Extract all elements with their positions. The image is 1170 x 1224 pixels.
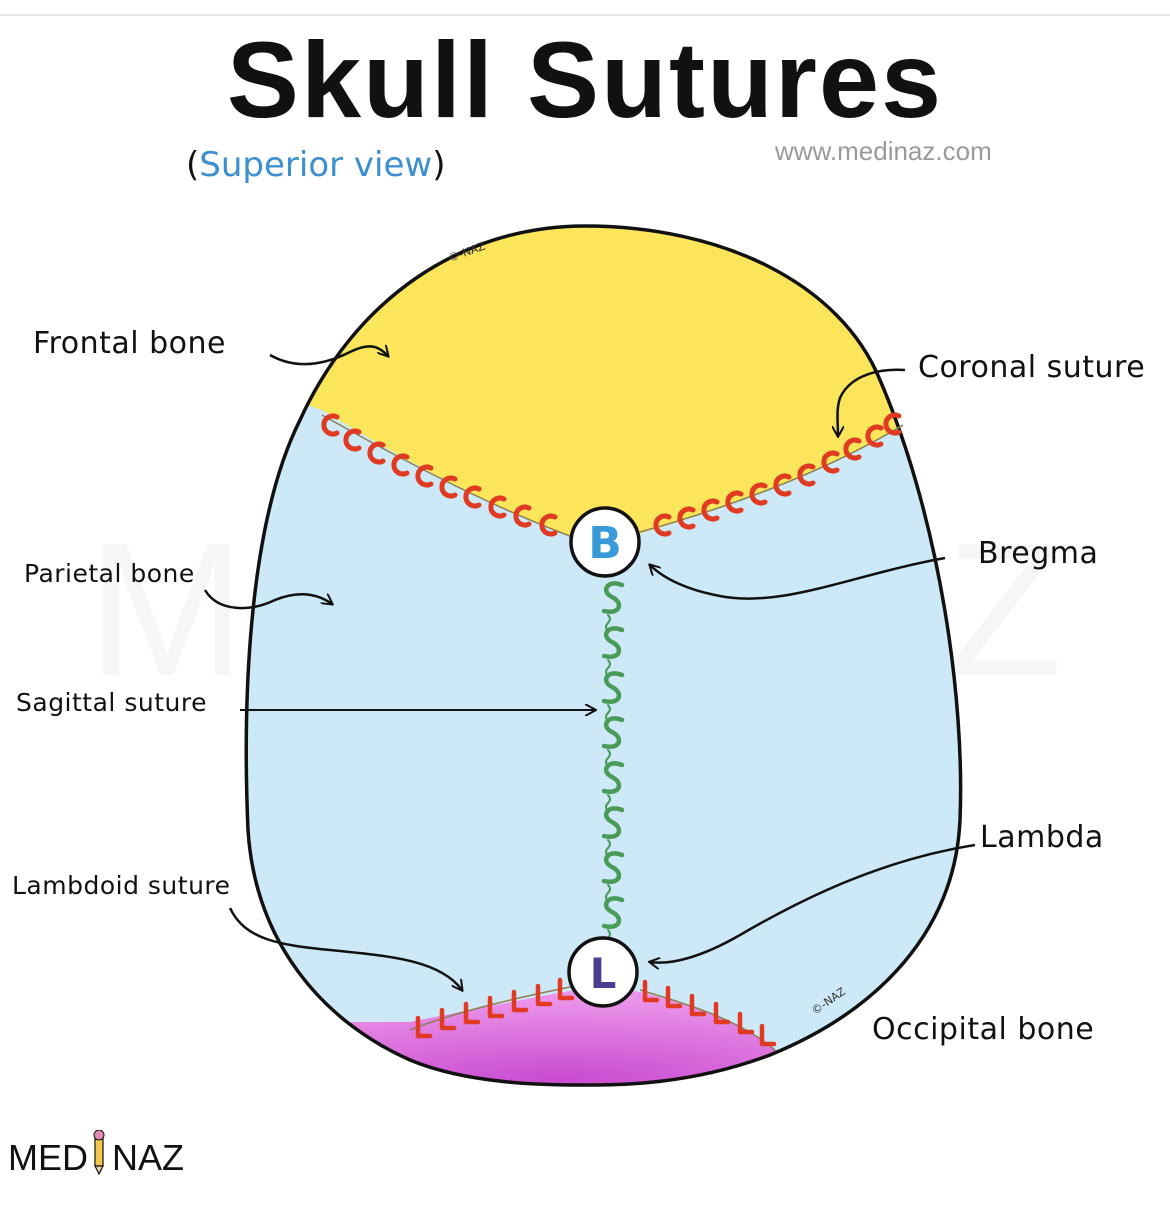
lambda-circle (567, 936, 639, 1008)
sagittal-suture-mark (601, 581, 625, 615)
sagittal-suture-mark (601, 671, 625, 705)
coronal-suture-mark (677, 506, 696, 530)
lambdoid-suture-mark (689, 993, 707, 1017)
lambda-letter: L (590, 949, 617, 998)
sagittal-suture-mark (601, 896, 625, 930)
coronal-suture-mark (701, 498, 720, 522)
coronal-suture-mark (797, 463, 816, 487)
label-occipital-bone: Occipital bone (872, 1012, 1095, 1047)
coronal-suture-mark (415, 464, 434, 488)
sagittal-suture-mark (601, 851, 625, 885)
lambdoid-suture-mark (463, 1001, 481, 1025)
top-divider (0, 14, 1170, 16)
sagittal-suture-mark (601, 761, 625, 795)
lambdoid-suture-mark (642, 979, 660, 1003)
subtitle: (Superior view) (186, 142, 445, 188)
label-lambdoid-suture: Lambdoid suture (12, 871, 231, 900)
label-parietal-bone: Parietal bone (24, 559, 195, 588)
bregma-marker: B (569, 506, 641, 578)
coronal-suture-mark (343, 428, 362, 452)
medinaz-logo: MED NAZ (8, 1129, 184, 1179)
coronal-suture-mark (321, 413, 340, 437)
sagittal-suture-mark (605, 614, 611, 632)
label-bregma: Bregma (978, 536, 1099, 571)
occipital-bone-region (246, 985, 961, 1085)
coronal-suture-arrow (838, 368, 906, 436)
sagittal-suture (601, 581, 625, 947)
sagittal-suture-mark (605, 659, 611, 677)
coronal-suture-mark (749, 482, 768, 506)
skull-outline (244, 224, 963, 1087)
coronal-suture-mark (463, 485, 482, 509)
frontal-bone-arrow (269, 346, 388, 366)
lambdoid-suture-mark (713, 1001, 731, 1025)
coronal-suture-mark (773, 473, 792, 497)
parietal-bone-arrow (203, 589, 332, 610)
sagittal-suture-mark (605, 704, 611, 722)
coronal-suture-mark (865, 424, 884, 448)
sagittal-suture-mark (605, 794, 611, 812)
pencil-icon (88, 1129, 112, 1179)
coronal-suture-mark (367, 441, 386, 465)
lambdoid-suture-arrow (228, 907, 462, 990)
lambdoid-suture (415, 977, 777, 1047)
coronal-suture-mark (653, 513, 672, 537)
coronal-suture-mark (821, 450, 840, 474)
bregma-circle (569, 506, 641, 578)
sagittal-suture-mark (601, 716, 625, 750)
lambda-arrow (650, 843, 976, 963)
lambdoid-suture-mark (487, 995, 505, 1019)
coronal-suture-mark (513, 504, 532, 528)
sagittal-suture-mark (605, 749, 611, 767)
label-sagittal-suture: Sagittal suture (16, 688, 207, 717)
lambda-marker: L (567, 936, 639, 1008)
page-title: Skull Sutures (226, 19, 944, 140)
label-frontal-bone: Frontal bone (33, 326, 227, 361)
sagittal-suture-mark (605, 884, 611, 902)
coronal-suture-mark (539, 513, 558, 537)
sagittal-suture-mark (601, 626, 625, 660)
sagittal-suture-mark (601, 806, 625, 840)
website-url: www.medinaz.com (775, 136, 992, 166)
lambdoid-suture-mark (439, 1007, 457, 1031)
logo-text-right: NAZ (112, 1137, 184, 1178)
coronal-suture-mark (439, 475, 458, 499)
logo-text-left: MED (8, 1137, 88, 1178)
coronal-suture-line (321, 414, 576, 539)
lambdoid-suture-mark (415, 1015, 433, 1039)
sagittal-suture-mark (605, 839, 611, 857)
label-coronal-suture: Coronal suture (918, 350, 1146, 385)
coronal-suture-mark (843, 437, 862, 461)
coronal-suture-mark (883, 412, 902, 436)
subtitle-open-paren: ( (186, 145, 200, 185)
label-lambda: Lambda (980, 820, 1104, 855)
lambdoid-suture-mark (737, 1011, 755, 1035)
coronal-suture-mark (725, 490, 744, 514)
subtitle-close-paren: ) (432, 145, 446, 185)
bregma-letter: B (588, 518, 622, 569)
lambdoid-suture-mark (511, 989, 529, 1013)
coronal-suture (321, 412, 902, 537)
coronal-suture-mark (488, 495, 507, 519)
bregma-arrow (650, 556, 946, 600)
lambdoid-suture-mark (557, 977, 575, 1001)
coronal-suture-mark (391, 453, 410, 477)
lambdoid-suture-mark (759, 1023, 777, 1047)
subtitle-text: Superior view (199, 145, 433, 185)
lambdoid-suture-mark (535, 983, 553, 1007)
lambdoid-suture-mark (665, 985, 683, 1009)
